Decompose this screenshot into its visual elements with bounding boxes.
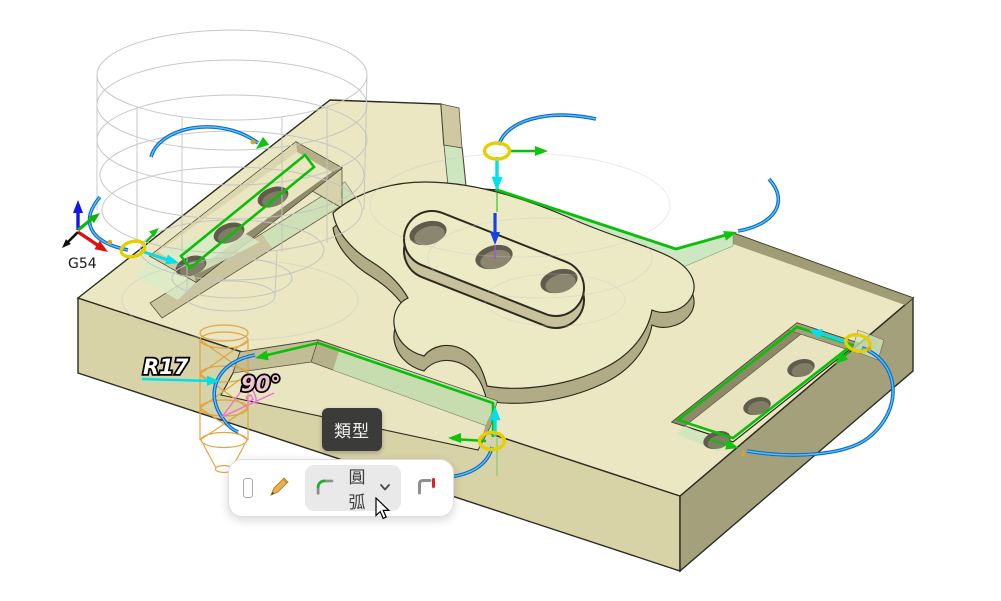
wcs-triad: G54: [59, 200, 111, 273]
chevron-down-icon[interactable]: [378, 480, 392, 497]
lead-point-markers[interactable]: [119, 141, 873, 452]
lead-type-label: 圓弧: [348, 468, 366, 512]
arc-corner-icon: [314, 476, 336, 501]
pocket-front-slot[interactable]: [220, 339, 498, 451]
wcs-label: G54: [68, 256, 97, 272]
tool-holder-ghost-wireframe: [96, 29, 671, 341]
boss-holes: [409, 220, 578, 294]
perpendicular-lead-button[interactable]: [415, 474, 439, 502]
lead-arcs-blue[interactable]: [87, 113, 895, 479]
angle-dimension-magenta: [221, 378, 275, 418]
type-tooltip: 類型: [322, 408, 382, 451]
lead-edit-toolbar: 圓弧: [228, 459, 454, 517]
lead-checkbox[interactable]: [243, 478, 253, 498]
plunge-arrow-blue: [490, 213, 500, 259]
lead-type-dropdown-button[interactable]: 圓弧: [305, 465, 401, 512]
pencil-icon: [267, 475, 291, 502]
pocket-upper-left[interactable]: [148, 141, 344, 283]
radius-dimension-label[interactable]: R17: [141, 353, 190, 381]
arc-corner-red-icon: [415, 475, 439, 502]
edit-button[interactable]: [267, 474, 291, 502]
rapid-arrows-cyan: [140, 157, 847, 436]
pocket-right[interactable]: [670, 322, 885, 452]
center-island[interactable]: [332, 181, 695, 404]
lead-point-dots: [107, 139, 872, 457]
mouse-cursor: [374, 496, 396, 526]
type-tooltip-text: 類型: [334, 422, 370, 441]
angle-dimension-label[interactable]: 90°: [239, 370, 282, 398]
